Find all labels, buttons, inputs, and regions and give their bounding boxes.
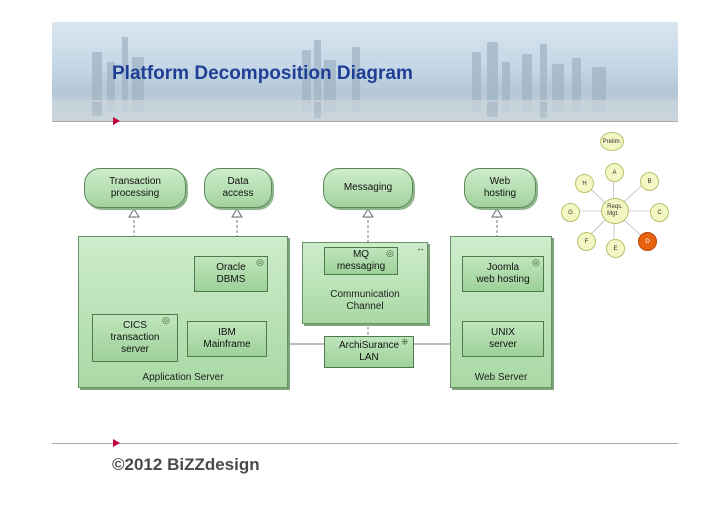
slide-title: Platform Decomposition Diagram bbox=[112, 63, 413, 84]
adm-phase-b[interactable]: B bbox=[640, 172, 659, 191]
service-transaction-processing[interactable]: Transaction processing bbox=[84, 168, 186, 208]
adm-phase-g[interactable]: G bbox=[561, 203, 580, 222]
device-ibm-mainframe[interactable]: IBM Mainframe bbox=[187, 321, 267, 357]
service-web-hosting[interactable]: Web hosting bbox=[464, 168, 536, 208]
component-oracle-dbms[interactable]: Oracle DBMS bbox=[194, 256, 268, 292]
footer-copyright: ©2012 BiZZdesign bbox=[112, 455, 260, 474]
device-unix-server[interactable]: UNIX server bbox=[462, 321, 544, 357]
network-icon: ⁜ bbox=[401, 337, 409, 347]
service-data-access[interactable]: Data access bbox=[204, 168, 272, 208]
node-label: Application Server bbox=[142, 372, 224, 383]
bottom-divider bbox=[52, 443, 678, 444]
component-icon: ◎ bbox=[162, 315, 170, 325]
node-label: Communication Channel bbox=[330, 289, 400, 312]
adm-prelim[interactable]: Prelim. bbox=[600, 132, 624, 151]
skyline-image bbox=[52, 37, 678, 122]
component-mq-messaging[interactable]: MQ messaging bbox=[324, 247, 398, 275]
adm-phase-f[interactable]: F bbox=[577, 232, 596, 251]
component-cics[interactable]: CICS transaction server bbox=[92, 314, 178, 362]
adm-phase-d[interactable]: D bbox=[638, 232, 657, 251]
adm-phase-c[interactable]: C bbox=[650, 203, 669, 222]
component-icon: ◎ bbox=[532, 257, 540, 267]
component-joomla[interactable]: Joomla web hosting bbox=[462, 256, 544, 292]
adm-phase-a[interactable]: A bbox=[605, 163, 624, 182]
service-messaging[interactable]: Messaging bbox=[323, 168, 413, 208]
node-label: Web Server bbox=[474, 372, 528, 383]
component-icon: ◎ bbox=[256, 257, 264, 267]
component-icon: ◎ bbox=[386, 248, 394, 258]
top-bullet-icon bbox=[113, 117, 120, 125]
bidirectional-arrow-icon: ↔ bbox=[416, 243, 425, 253]
adm-phase-h[interactable]: H bbox=[575, 174, 594, 193]
skyline-banner bbox=[52, 22, 678, 122]
adm-reqs-mgt[interactable]: Reqs. Mgt. bbox=[601, 198, 629, 224]
top-divider bbox=[52, 121, 678, 122]
network-archisurance-lan[interactable]: ArchiSurance LAN bbox=[324, 336, 414, 368]
bottom-bullet-icon bbox=[113, 439, 120, 447]
adm-phase-e[interactable]: E bbox=[606, 239, 625, 258]
